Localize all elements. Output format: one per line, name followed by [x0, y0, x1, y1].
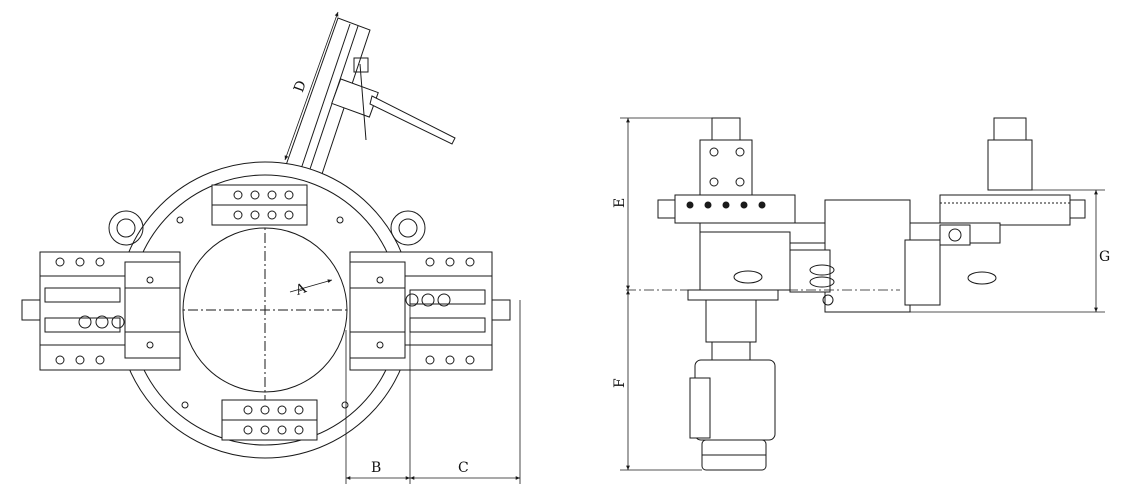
side-dimensions	[620, 117, 1105, 471]
dimension-label-f: F	[612, 378, 628, 388]
mounting-arm	[284, 17, 456, 181]
front-view: D A B C	[21, 11, 521, 484]
center-lines	[170, 215, 360, 405]
right-cylinder	[987, 117, 1033, 191]
dimension-label-e: E	[612, 198, 628, 208]
dimension-label-b: B	[371, 460, 381, 476]
front-dimensions	[284, 11, 521, 484]
dimension-label-c: C	[458, 460, 469, 476]
lifting-eyes	[108, 210, 426, 246]
ring-bolt-holes	[146, 216, 384, 409]
carriage	[699, 199, 1001, 313]
dimension-label-g: G	[1099, 249, 1110, 265]
right-clamp-block	[349, 251, 511, 371]
bottom-clamp	[221, 399, 318, 441]
left-clamp-block	[21, 251, 181, 371]
side-view: E F G	[612, 117, 1110, 471]
main-rail	[657, 194, 1086, 226]
top-clamp	[211, 184, 308, 226]
dimension-label-d: D	[291, 78, 310, 94]
left-cylinder	[699, 117, 753, 196]
spindle-motor	[687, 289, 779, 471]
